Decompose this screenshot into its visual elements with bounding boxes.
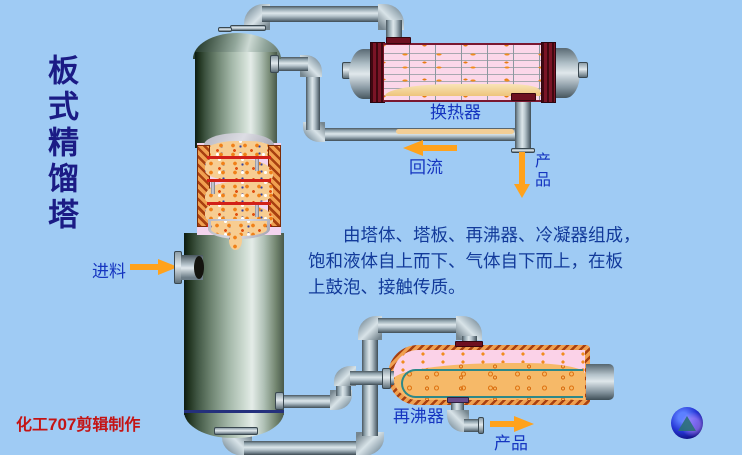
vapor-pipe bbox=[386, 20, 402, 42]
label-product-bottom: 产品 bbox=[494, 434, 528, 453]
right-arrow-icon bbox=[514, 416, 534, 432]
tower-bottom-flange bbox=[214, 427, 258, 435]
credit-text: 化工707剪辑制作 bbox=[16, 411, 140, 435]
condenser-left-tube-sheet bbox=[370, 42, 385, 103]
liquid-drip bbox=[229, 233, 242, 250]
reboiler-interior bbox=[393, 350, 585, 400]
top-product-flow-arrow bbox=[514, 152, 530, 198]
arrow-shaft bbox=[490, 421, 514, 427]
pipe-end-flange bbox=[478, 417, 484, 434]
froth-blob bbox=[203, 141, 275, 159]
froth-blob bbox=[205, 159, 273, 180]
credit-number: 707 bbox=[48, 415, 77, 434]
bottoms-pipe bbox=[378, 318, 464, 333]
reboiler-feed-nozzle bbox=[275, 392, 284, 410]
reflux-pipe bbox=[306, 74, 320, 130]
downcomer bbox=[255, 205, 259, 217]
feed-nozzle-opening bbox=[194, 256, 204, 279]
down-arrow-icon bbox=[514, 184, 530, 198]
description-line: 由塔体、塔板、再沸器、冷凝器组成， bbox=[343, 225, 641, 245]
right-arrow-icon bbox=[158, 259, 178, 275]
credit-prefix: 化工 bbox=[16, 417, 49, 434]
reboiler-bottom-flange bbox=[447, 397, 469, 403]
label-product-top: 产品 bbox=[535, 153, 552, 189]
reboiler-u-tube bbox=[401, 369, 583, 398]
reboiler-left-flange bbox=[382, 368, 391, 389]
tower-upper-shell bbox=[195, 52, 277, 148]
tray-plate bbox=[207, 156, 271, 159]
reboiler-feed-pipe bbox=[280, 395, 338, 408]
page-title: 板式精馏塔 bbox=[43, 54, 78, 234]
reflux-pipe bbox=[276, 57, 308, 71]
downcomer bbox=[255, 159, 259, 171]
label-heat-exchanger: 换热器 bbox=[430, 103, 481, 122]
condenser-outlet-pipe bbox=[515, 98, 531, 152]
bottoms-pipe bbox=[244, 441, 366, 455]
globe-icon[interactable] bbox=[671, 407, 703, 439]
reboiler-top-flange bbox=[455, 341, 483, 347]
bottom-product-flow-arrow bbox=[490, 416, 534, 432]
globe-triangle bbox=[678, 416, 696, 431]
description-line: 上鼓泡、接触传质。 bbox=[308, 277, 466, 297]
froth-blob bbox=[211, 221, 267, 236]
arrow-shaft bbox=[130, 264, 158, 270]
condenser-right-nozzle bbox=[578, 62, 588, 78]
label-feed: 进料 bbox=[92, 262, 126, 281]
condenser-outlet-flange bbox=[511, 93, 536, 101]
bottoms-riser-pipe bbox=[362, 334, 378, 436]
reboiler-steam-inlet bbox=[586, 364, 614, 400]
label-reboiler: 再沸器 bbox=[393, 407, 444, 426]
arrow-shaft bbox=[519, 152, 525, 184]
feed-flow-arrow bbox=[130, 259, 178, 275]
reflux-flow-arrow bbox=[403, 140, 457, 156]
condenser-inlet-flange bbox=[386, 37, 411, 44]
downcomer bbox=[211, 182, 215, 194]
tower-cutaway bbox=[197, 133, 281, 250]
froth-blob bbox=[205, 182, 273, 203]
description-text: 由塔体、塔板、再沸器、冷凝器组成， 饱和液体自上而下、气体自下而上，在板 上鼓泡… bbox=[308, 222, 641, 300]
reflux-return-nozzle bbox=[270, 55, 279, 73]
pipe-elbow bbox=[356, 432, 384, 455]
tower-top-flange bbox=[230, 25, 266, 31]
vapor-pipe bbox=[262, 6, 384, 22]
condenser-right-tube-sheet bbox=[541, 42, 556, 103]
reflux-liquid bbox=[396, 129, 514, 134]
label-reflux: 回流 bbox=[409, 158, 443, 177]
pipe-elbow bbox=[447, 410, 469, 432]
arrow-shaft bbox=[423, 145, 457, 151]
credit-suffix: 剪辑制作 bbox=[76, 417, 141, 434]
condenser-condensate bbox=[385, 84, 540, 96]
condenser-left-cap bbox=[349, 49, 373, 99]
tower-vent-flange bbox=[218, 27, 232, 32]
left-arrow-icon bbox=[403, 140, 423, 156]
description-line: 饱和液体自上而下、气体自下而上，在板 bbox=[308, 251, 623, 271]
condenser-right-cap bbox=[556, 48, 580, 98]
reboiler-shell bbox=[388, 345, 590, 405]
tray-plate bbox=[207, 179, 271, 182]
tray-plate bbox=[207, 202, 271, 205]
product-pipe bbox=[464, 419, 480, 432]
